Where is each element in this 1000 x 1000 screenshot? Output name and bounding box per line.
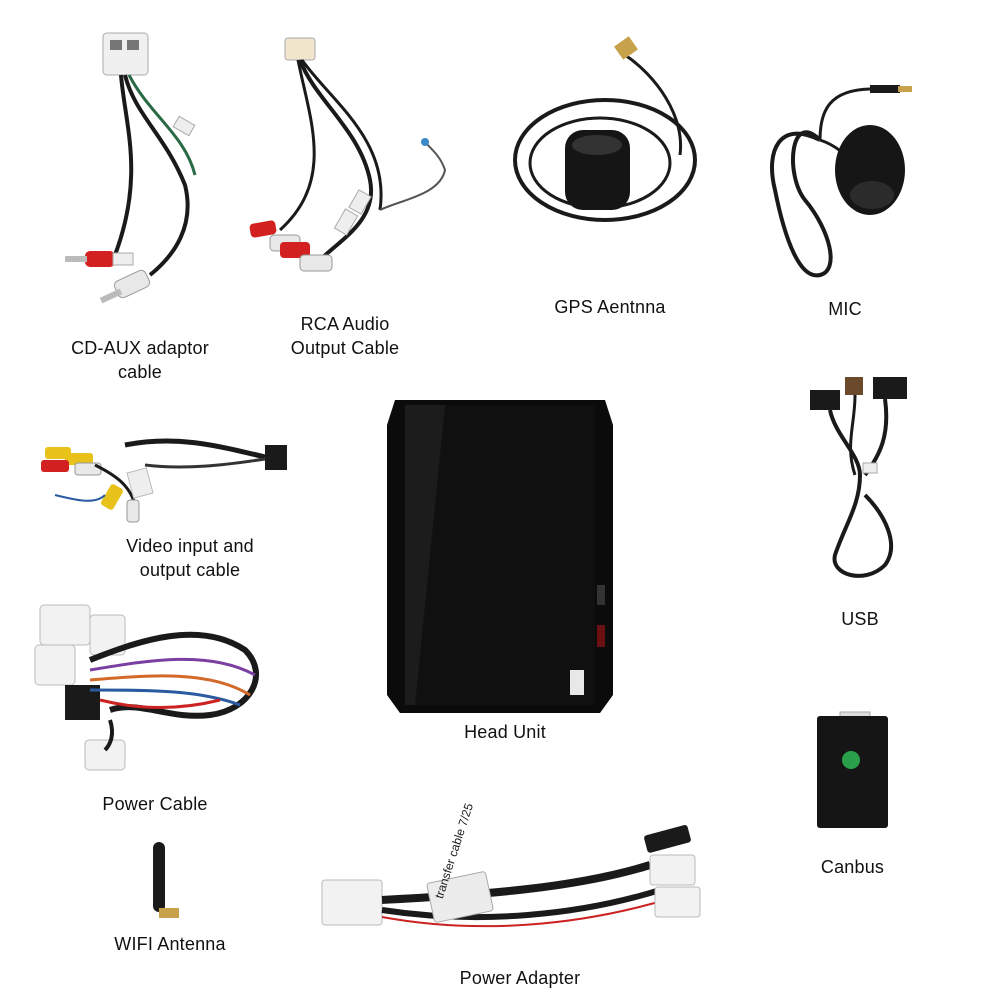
wifi-antenna-image [153, 842, 179, 918]
video-cable-image [41, 438, 287, 523]
video-label-line2: output cable [139, 560, 241, 580]
power-cable-label: Power Cable [102, 794, 208, 814]
cd-aux-label-line1: CD-AUX adaptor [71, 338, 209, 358]
gps-antenna-image [513, 36, 697, 222]
usb-cable-image [810, 377, 907, 578]
canbus-image [815, 710, 890, 830]
head-unit-image [385, 395, 615, 715]
wifi-label: WIFI Antenna [114, 934, 226, 954]
cd-aux-label-line2: cable [117, 362, 163, 382]
cd-aux-cable-image [65, 32, 197, 304]
power-adapter-image [321, 825, 701, 928]
rca-audio-cable-image [249, 37, 447, 272]
video-label: Video input and output cable [100, 534, 280, 582]
rca-audio-label: RCA Audio Output Cable [255, 312, 435, 360]
rca-audio-label-line1: RCA Audio [300, 314, 390, 334]
head-unit-label: Head Unit [464, 722, 546, 742]
usb-label: USB [841, 609, 879, 629]
cd-aux-label: CD-AUX adaptor cable [45, 336, 235, 384]
power-cable-image [34, 604, 259, 771]
video-label-line1: Video input and [126, 536, 254, 556]
gps-label: GPS Aentnna [554, 297, 666, 317]
mic-image [770, 85, 912, 278]
mic-label: MIC [828, 299, 862, 319]
power-adapter-label: Power Adapter [459, 968, 581, 988]
canbus-label: Canbus [820, 857, 885, 877]
rca-audio-label-line2: Output Cable [290, 338, 400, 358]
